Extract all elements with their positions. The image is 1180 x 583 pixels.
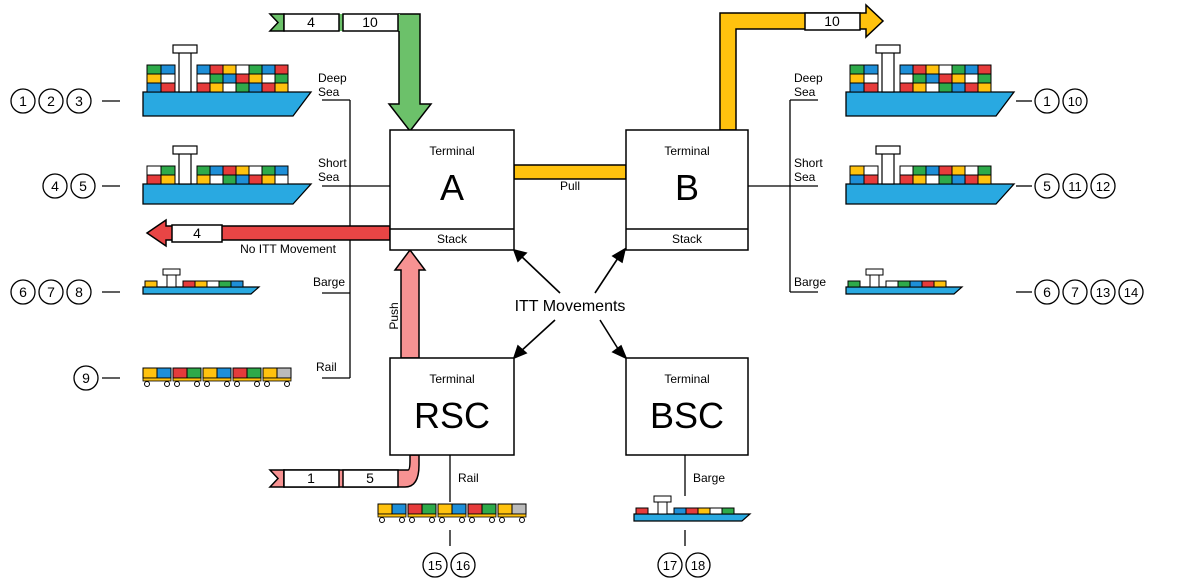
- number-circle-label: 16: [456, 558, 470, 573]
- number-circle-label: 6: [19, 284, 27, 300]
- terminal-a-name: A: [440, 167, 464, 208]
- number-circle-label: 12: [1096, 179, 1110, 194]
- terminal-b-name: B: [675, 167, 699, 208]
- number-circle-label: 13: [1096, 285, 1110, 300]
- number-circle-label: 3: [75, 93, 83, 109]
- number-circle-label: 6: [1043, 284, 1051, 300]
- number-circle-label: 18: [691, 558, 705, 573]
- right-barge-label: Barge: [794, 275, 826, 289]
- terminal-b-stack: Stack: [672, 232, 703, 246]
- yellow-tag-1: 10: [824, 13, 840, 29]
- left-short-line2: Sea: [318, 170, 340, 184]
- number-circle-label: 7: [1071, 284, 1079, 300]
- pink-tag-1: 1: [307, 470, 315, 486]
- bsc-barge-label: Barge: [693, 471, 725, 485]
- pull-link: [514, 165, 626, 179]
- pink-inbound-arrow: [270, 470, 284, 487]
- right-deep-line1: Deep: [794, 71, 823, 85]
- terminal-a-stack: Stack: [437, 232, 468, 246]
- pull-label: Pull: [560, 179, 580, 193]
- number-circle-label: 10: [1068, 94, 1082, 109]
- right-short-line2: Sea: [794, 170, 816, 184]
- number-circle-label: 14: [1124, 285, 1138, 300]
- push-label: Push: [387, 302, 401, 329]
- terminal-rsc-caption: Terminal: [429, 372, 474, 386]
- right-barge: [846, 287, 962, 294]
- terminal-bsc-name: BSC: [650, 395, 724, 436]
- bsc-barge: [634, 514, 750, 521]
- left-barge: [143, 287, 259, 294]
- terminal-a-caption: Terminal: [429, 144, 474, 158]
- number-circle-label: 9: [82, 370, 90, 386]
- number-circle-label: 4: [51, 178, 59, 194]
- number-circle-label: 8: [75, 284, 83, 300]
- red-tag-1: 4: [193, 225, 201, 241]
- number-circle-label: 5: [79, 178, 87, 194]
- itt-label: ITT Movements: [515, 298, 626, 315]
- left-deep-line2: Sea: [318, 85, 340, 99]
- number-circle-label: 7: [47, 284, 55, 300]
- right-deep-line2: Sea: [794, 85, 816, 99]
- number-circle-label: 11: [1068, 179, 1082, 194]
- number-circle-label: 17: [663, 558, 677, 573]
- right-deep-sea-ship: [846, 92, 1014, 116]
- number-circle-label: 5: [1043, 178, 1051, 194]
- terminal-rsc-name: RSC: [414, 395, 490, 436]
- terminal-bsc-caption: Terminal: [664, 372, 709, 386]
- no-itt-label: No ITT Movement: [240, 242, 336, 256]
- rsc-rail-label: Rail: [458, 471, 479, 485]
- green-arrow-tail: [270, 14, 284, 31]
- left-short-line1: Short: [318, 156, 347, 170]
- left-rail-label: Rail: [316, 360, 337, 374]
- vessel-illustrations: [143, 45, 1014, 523]
- number-circle-label: 1: [19, 93, 27, 109]
- left-deep-sea-ship: [143, 92, 311, 116]
- right-short-line1: Short: [794, 156, 823, 170]
- green-tag-2: 10: [362, 14, 378, 30]
- left-deep-line1: Deep: [318, 71, 347, 85]
- number-circle-label: 15: [428, 558, 442, 573]
- number-circle-label: 1: [1043, 93, 1051, 109]
- left-short-sea-ship: [143, 184, 311, 204]
- left-barge-label: Barge: [313, 275, 345, 289]
- number-circle-label: 2: [47, 93, 55, 109]
- bottom-connectors: [450, 455, 685, 546]
- terminal-b-caption: Terminal: [664, 144, 709, 158]
- green-tag-1: 4: [307, 14, 315, 30]
- right-short-sea-ship: [846, 184, 1014, 204]
- pink-tag-2: 5: [366, 470, 374, 486]
